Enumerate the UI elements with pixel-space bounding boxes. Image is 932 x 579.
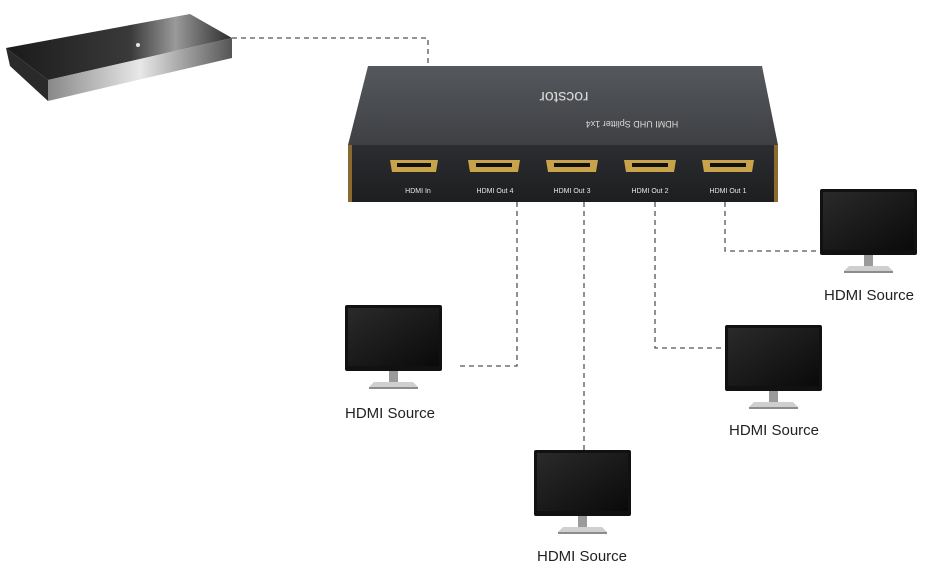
caption-monitor-left: HDMI Source — [345, 405, 436, 422]
hdmi-port-out-4: HDMI Out 4 — [468, 160, 520, 195]
power-icon — [136, 43, 140, 47]
caption-monitor-bottom: HDMI Source — [537, 548, 628, 565]
monitor-middle-right — [725, 325, 822, 409]
splitter-brand: rocstor — [539, 88, 589, 105]
hdmi-port-out-1: HDMI Out 1 — [702, 160, 754, 195]
caption-monitor-top-right: HDMI Source — [824, 287, 915, 304]
line-out2-to-display — [654, 193, 726, 349]
hdmi-port-out-3: HDMI Out 3 — [546, 160, 598, 195]
hdmi-port-out-2: HDMI Out 2 — [624, 160, 676, 195]
monitor-top-right — [820, 189, 917, 273]
monitor-bottom — [534, 450, 631, 534]
port-label-hdmi-out-2: HDMI Out 2 — [632, 188, 669, 195]
splitter-model: HDMI UHD Splitter 1x4 — [586, 119, 679, 129]
port-label-hdmi-out-3: HDMI Out 3 — [554, 188, 591, 195]
caption-monitor-middle-right: HDMI Source — [729, 422, 820, 439]
port-label-hdmi-out-4: HDMI Out 4 — [477, 188, 514, 195]
line-out4-to-display — [457, 193, 518, 367]
line-out1-to-display — [724, 193, 820, 252]
monitor-left — [345, 305, 442, 389]
hdmi-port-in: HDMI In — [390, 160, 438, 195]
port-label-hdmi-in: HDMI In — [405, 188, 431, 195]
port-label-hdmi-out-1: HDMI Out 1 — [710, 188, 747, 195]
hdmi-splitter: rocstor HDMI UHD Splitter 1x4 HDMI In HD… — [348, 66, 778, 202]
media-player — [6, 14, 232, 101]
